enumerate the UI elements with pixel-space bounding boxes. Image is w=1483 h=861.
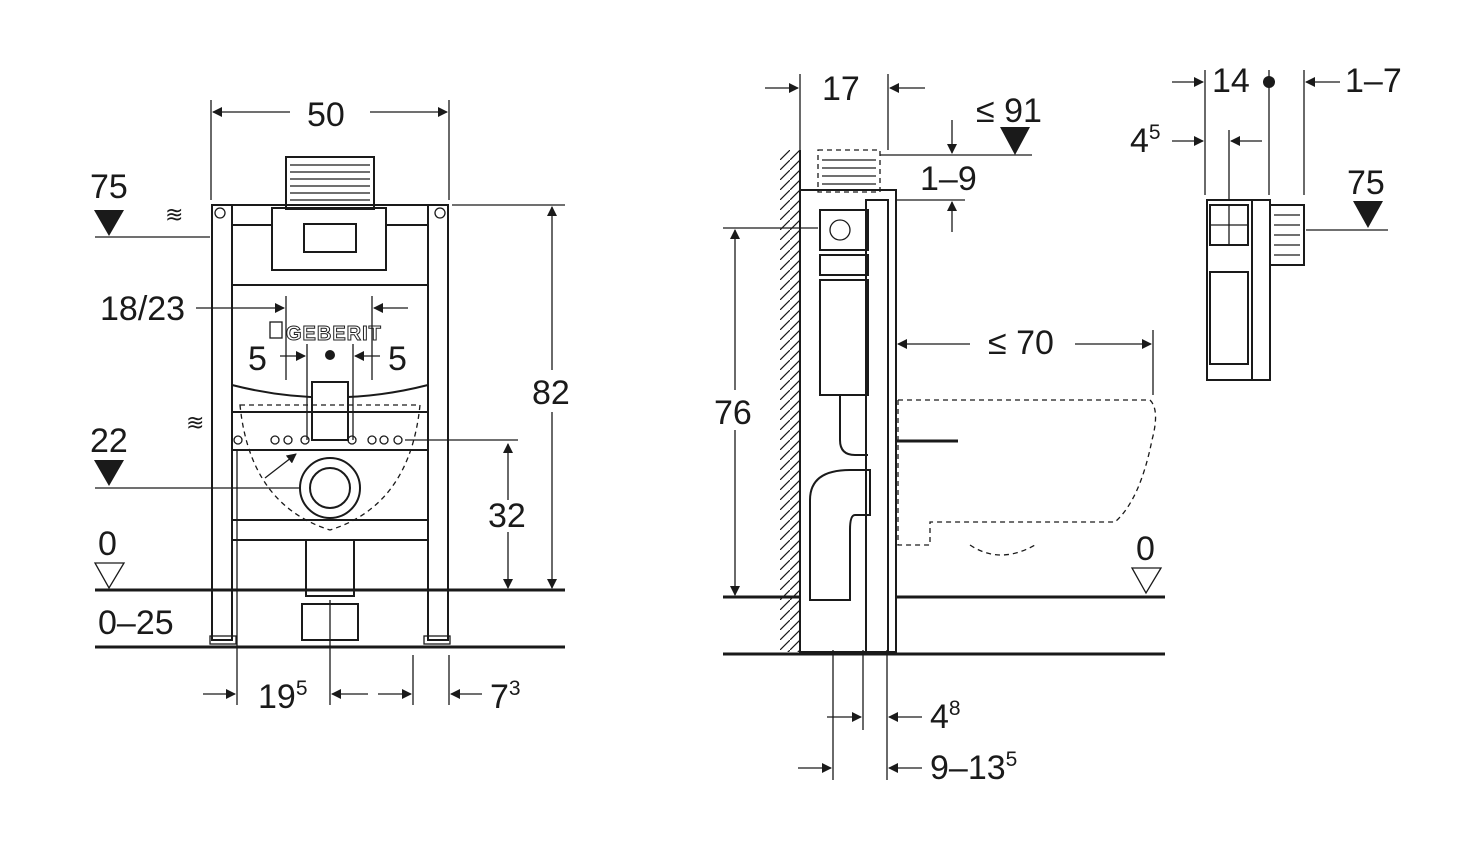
svg-text:48: 48 — [930, 697, 961, 736]
logo-mark — [269, 321, 283, 339]
wc-pan-outline — [239, 404, 421, 531]
actuator-plate — [271, 207, 387, 271]
dim-b-sup: 5 — [1006, 748, 1018, 771]
dim-offset-sup: 5 — [1149, 121, 1161, 144]
dim-wall-range: 1–7 — [1345, 62, 1402, 100]
dim-height: 82 — [532, 374, 570, 412]
dim-floor-level: 0 — [1136, 530, 1155, 568]
dim-floor-level: 0 — [98, 525, 117, 563]
detail-view: 14 1–7 45 75 — [1130, 62, 1402, 381]
dim-level: 75 — [1347, 164, 1385, 202]
dim-inlet-level: 22 — [90, 422, 128, 460]
dim-depth: 14 — [1212, 62, 1250, 100]
dim-bottom-right-sup: 3 — [509, 677, 521, 700]
side-grille — [817, 149, 881, 193]
dim-outlet-height: 32 — [488, 497, 526, 535]
service-grille — [285, 156, 375, 210]
svg-text:195: 195 — [258, 677, 308, 716]
side-outlet-pipe — [809, 469, 871, 601]
dim-offset-left: 5 — [248, 340, 267, 378]
side-wc-pan-outline — [897, 399, 1157, 546]
dim-b: 9–13 — [930, 749, 1006, 787]
front-view: GEBERIT 50 82 — [90, 96, 570, 716]
dim-floor-adjust: 0–25 — [98, 604, 174, 642]
dim-bottom-mid-sup: 5 — [296, 677, 308, 700]
water-supply-icon: ≋ — [165, 202, 183, 227]
svg-text:73: 73 — [490, 677, 521, 716]
detail-grille — [1269, 204, 1305, 266]
wall-hatch — [780, 150, 800, 652]
dim-offset: 4 — [1130, 122, 1149, 160]
dim-offset-right: 5 — [388, 340, 407, 378]
dim-max-offset: ≤ 91 — [976, 92, 1042, 130]
dim-bottom-right: 7 — [490, 678, 509, 716]
dim-a-sup: 8 — [949, 697, 961, 720]
dim-actuator-level: 75 — [90, 168, 128, 206]
power-supply-icon: ≋ — [186, 410, 204, 435]
dim-a: 4 — [930, 698, 949, 736]
svg-text:9–135: 9–135 — [930, 748, 1017, 787]
brand-logo: GEBERIT — [286, 323, 382, 345]
frame-right-leg — [427, 204, 449, 641]
level-marker-icon — [94, 210, 124, 236]
frame-left-leg — [211, 204, 233, 641]
svg-text:45: 45 — [1130, 121, 1161, 160]
dim-height: 76 — [714, 394, 752, 432]
dim-frame-depth: 17 — [822, 70, 860, 108]
dim-axis-distance: 18/23 — [100, 290, 185, 328]
side-view: 17 ≤ 91 1–9 76 ≤ 70 0 48 9–135 — [714, 70, 1165, 787]
side-cistern — [819, 279, 869, 396]
frame-crossbar — [231, 411, 429, 451]
dim-bottom-mid: 19 — [258, 678, 296, 716]
dim-range: 1–9 — [920, 160, 977, 198]
side-frame — [799, 189, 897, 653]
dim-width: 50 — [307, 96, 345, 134]
dim-projection: ≤ 70 — [988, 324, 1054, 362]
